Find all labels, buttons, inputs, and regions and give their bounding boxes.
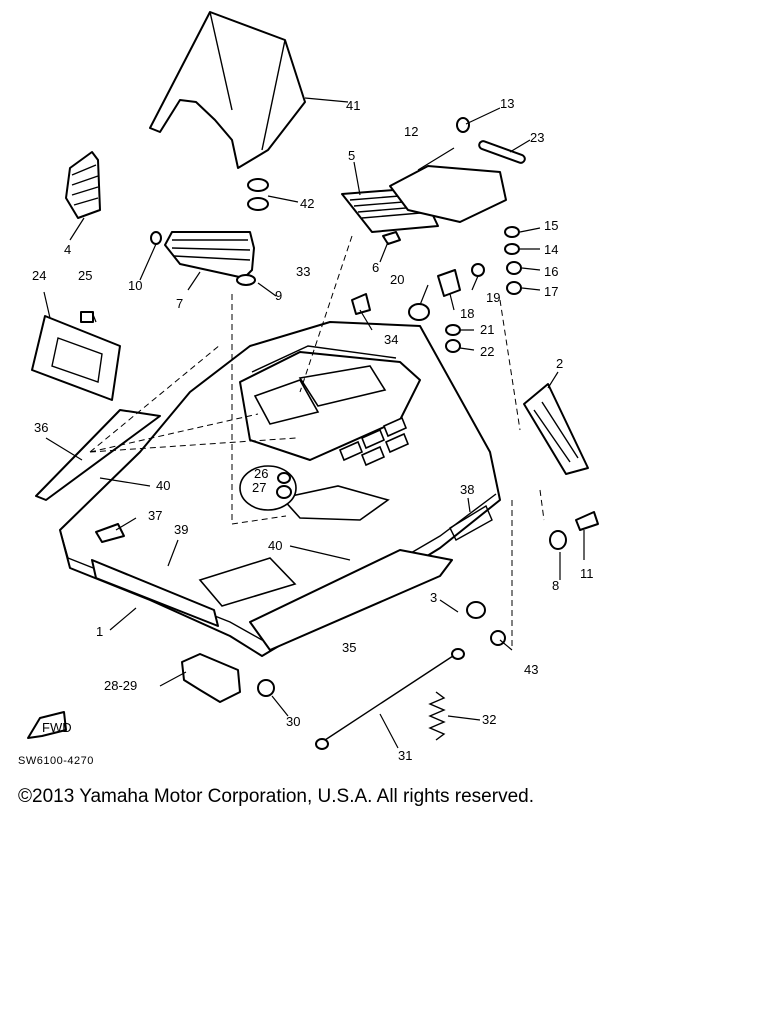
callout-19: 19 xyxy=(486,290,500,305)
leader-lines xyxy=(43,97,585,749)
grommet-part-20 xyxy=(408,303,430,321)
label-part-34 xyxy=(351,293,371,315)
callout-40a: 40 xyxy=(156,478,170,493)
callout-43: 43 xyxy=(524,662,538,677)
callout-13: 13 xyxy=(500,96,514,111)
callout-31: 31 xyxy=(398,748,412,763)
fwd-arrow-icon: FWD xyxy=(27,711,72,739)
windshield-part-41 xyxy=(149,11,306,169)
callout-34: 34 xyxy=(384,332,398,347)
assembly-guide-lines xyxy=(89,235,545,648)
grommet-part-8 xyxy=(549,530,567,550)
callout-38: 38 xyxy=(460,482,474,497)
bolt-part-10 xyxy=(150,231,162,245)
latch-part-28-29 xyxy=(181,653,241,703)
fastener-part-27 xyxy=(276,485,292,499)
callout-7: 7 xyxy=(176,296,183,311)
callout-2: 2 xyxy=(556,356,563,371)
bracket-part-18 xyxy=(437,269,461,297)
callout-39: 39 xyxy=(174,522,188,537)
callout-36: 36 xyxy=(34,420,48,435)
callout-28-29: 28-29 xyxy=(104,678,137,693)
callout-25: 25 xyxy=(78,268,92,283)
callout-24: 24 xyxy=(32,268,46,283)
callout-41: 41 xyxy=(346,98,360,113)
clip-part-6 xyxy=(382,231,401,245)
nut-part-22 xyxy=(445,339,461,353)
nut-part-21 xyxy=(445,324,461,336)
spring-part-32 xyxy=(428,691,446,741)
cover-plate-part-12 xyxy=(389,165,507,223)
callout-16: 16 xyxy=(544,264,558,279)
callout-labels: 41 42 4 10 7 9 33 5 6 12 13 23 15 14 16 … xyxy=(32,96,594,763)
nut-part-3 xyxy=(466,601,486,619)
callout-8: 8 xyxy=(552,578,559,593)
callout-17: 17 xyxy=(544,284,558,299)
cable-part-31 xyxy=(315,648,465,750)
callout-26: 26 xyxy=(254,466,268,481)
callout-3: 3 xyxy=(430,590,437,605)
callout-14: 14 xyxy=(544,242,558,257)
callout-33: 33 xyxy=(296,264,310,279)
callout-10: 10 xyxy=(128,278,142,293)
callout-40b: 40 xyxy=(268,538,282,553)
callout-11: 11 xyxy=(580,566,594,581)
screw-part-25 xyxy=(80,311,94,323)
callout-21: 21 xyxy=(480,322,494,337)
callout-22: 22 xyxy=(480,344,494,359)
callout-30: 30 xyxy=(286,714,300,729)
callout-20: 20 xyxy=(390,272,404,287)
svg-text:FWD: FWD xyxy=(42,720,72,735)
front-grille-part-7 xyxy=(164,231,255,279)
side-cover-part-35 xyxy=(249,549,453,651)
decal-part-37 xyxy=(95,523,125,543)
bolt-part-19 xyxy=(471,263,485,277)
callout-35: 35 xyxy=(342,640,356,655)
rod-part-23 xyxy=(478,140,526,164)
callout-5: 5 xyxy=(348,148,355,163)
callout-37: 37 xyxy=(148,508,162,523)
hardware-stack-14-17 xyxy=(504,226,522,295)
emblem-part-38 xyxy=(449,504,493,541)
diagram-reference-code: SW6100-4270 xyxy=(18,755,94,767)
side-panel-part-24 xyxy=(31,315,121,401)
fastener-part-26 xyxy=(277,472,291,484)
washer-part-42 xyxy=(247,178,269,211)
callout-12: 12 xyxy=(404,124,418,139)
callout-9: 9 xyxy=(275,288,282,303)
callout-42: 42 xyxy=(300,196,314,211)
callout-1: 1 xyxy=(96,624,103,639)
callout-23: 23 xyxy=(530,130,544,145)
trim-strip-part-36 xyxy=(35,409,161,501)
side-vent-part-2 xyxy=(523,383,589,475)
callout-15: 15 xyxy=(544,218,558,233)
bolt-part-13 xyxy=(456,117,470,133)
copyright-notice: ©2013 Yamaha Motor Corporation, U.S.A. A… xyxy=(18,786,534,807)
exploded-parts-diagram: FWD 41 42 4 10 7 9 33 5 6 12 13 23 15 14… xyxy=(27,11,599,763)
clip-part-9 xyxy=(236,274,256,286)
callout-18: 18 xyxy=(460,306,474,321)
screw-part-30 xyxy=(257,679,275,697)
screw-part-11 xyxy=(575,511,599,531)
callout-27: 27 xyxy=(252,480,266,495)
callout-32: 32 xyxy=(482,712,496,727)
callout-4: 4 xyxy=(64,242,71,257)
callout-6: 6 xyxy=(372,260,379,275)
grille-part-4 xyxy=(65,151,101,219)
